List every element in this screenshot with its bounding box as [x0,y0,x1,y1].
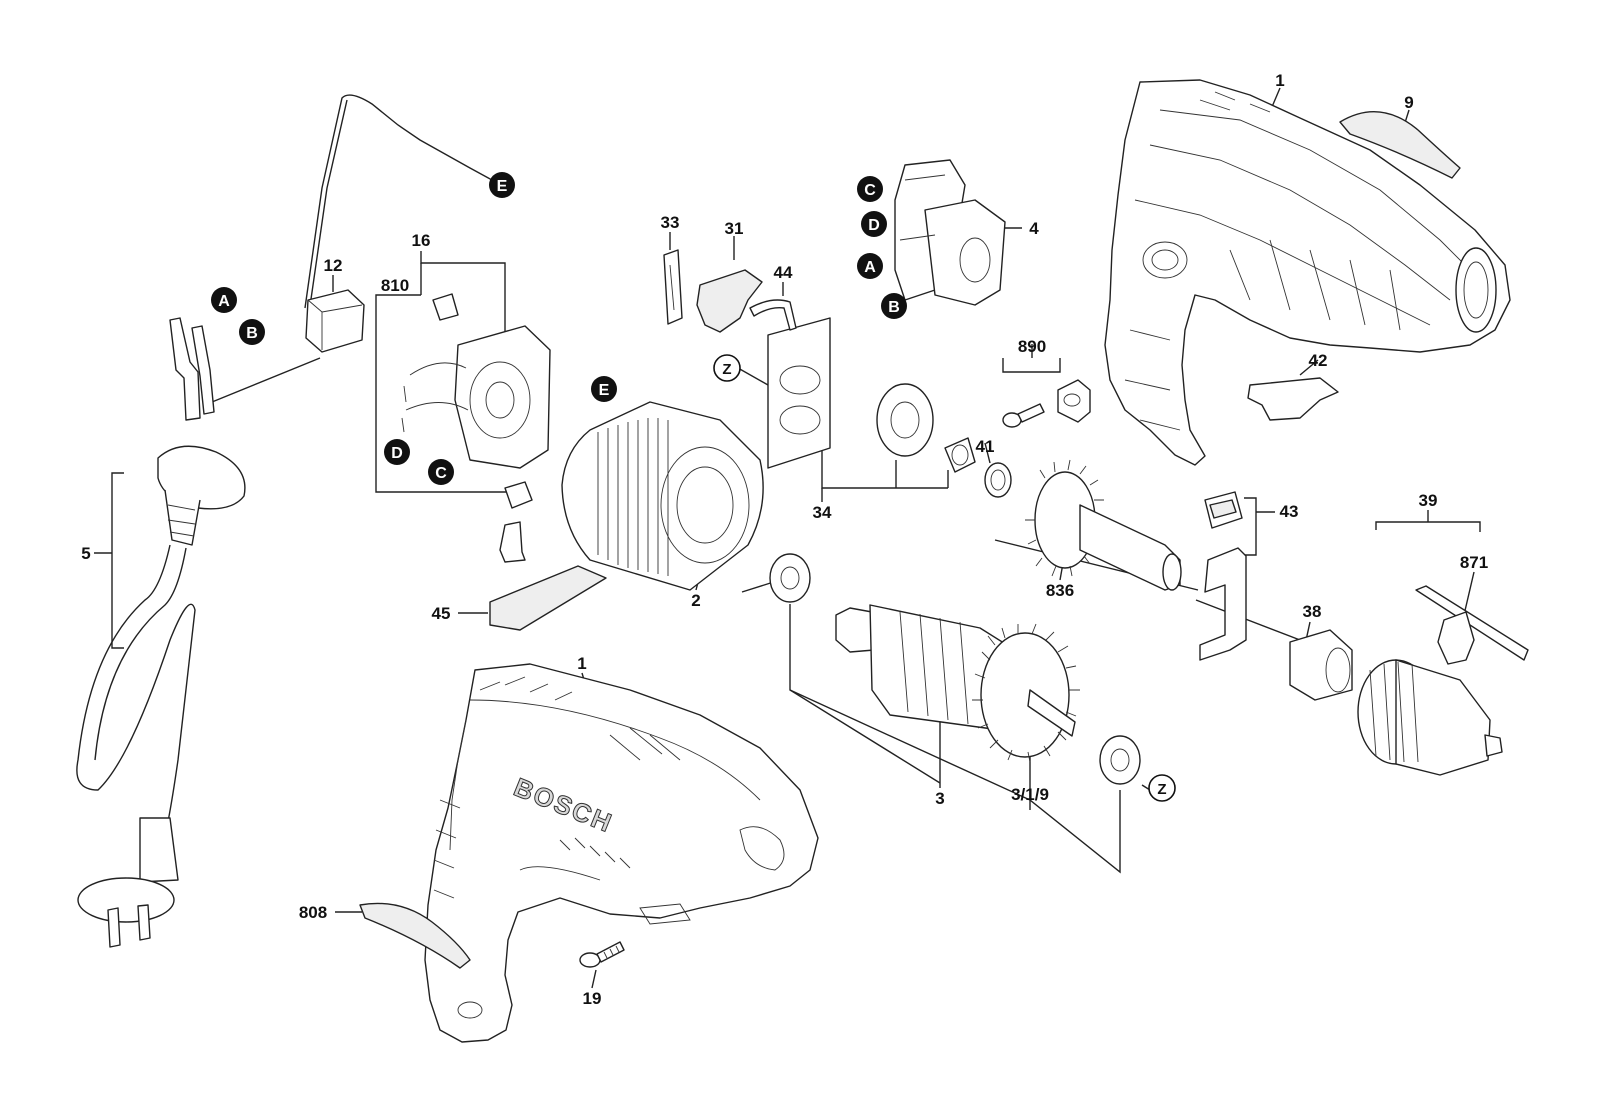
bearing-part-rear [1099,735,1141,785]
connector-e-stator-label: E [599,382,610,399]
wedge-label-part-808 [359,902,471,969]
brush-holder-part-31 [696,269,763,333]
connector-c-switch-marker [857,176,883,202]
connector-a-switch-label: A [864,259,876,276]
connector-c-brush-marker [428,459,454,485]
plate-part-45 [489,565,607,631]
part-number-labels: 1 9 4 890 42 41 43 39 871 836 38 33 31 4… [81,71,1488,1008]
label-part-3-1-9: 3/1/9 [1011,785,1049,804]
label-part-42: 42 [1309,351,1328,370]
connector-d-brush-label: D [391,445,403,462]
label-part-1-bottom: 1 [577,654,586,673]
connector-b-cord-marker [239,319,265,345]
label-part-871: 871 [1460,553,1488,572]
gear-shaft-part-836 [1025,459,1182,591]
label-part-34: 34 [813,503,832,522]
label-part-836: 836 [1046,581,1074,600]
label-part-33: 33 [661,213,680,232]
label-part-890: 890 [1018,337,1046,356]
connector-e-cable-label: E [497,178,508,195]
label-part-38: 38 [1303,602,1322,621]
label-part-2: 2 [691,591,700,610]
connector-z-plate-label: Z [722,361,731,378]
bracket-part-43 [1199,491,1247,661]
bearing-set-part-34 [767,317,976,473]
screw-part-19 [579,941,625,968]
connector-z-bearing-label: Z [1157,781,1166,798]
label-part-1-top: 1 [1275,71,1284,90]
plate-part-33 [663,249,683,325]
connector-d-brush-marker [384,439,410,465]
label-part-3: 3 [935,789,944,808]
label-part-808: 808 [299,903,327,922]
label-part-4: 4 [1029,219,1039,238]
label-part-31: 31 [725,219,744,238]
label-part-41: 41 [976,437,995,456]
label-part-19: 19 [583,989,602,1008]
connector-z-plate-marker [713,354,741,382]
label-part-45: 45 [432,604,451,623]
power-cord-part-5 [76,317,246,948]
connector-markers: E E A B C D A B D C Z Z [211,172,1176,802]
label-part-44: 44 [774,263,793,282]
drill-body-part-1 [424,663,819,1043]
sleeve-part-38 [1289,629,1353,701]
connector-b-switch-label: B [888,299,900,316]
bearing-part-front [769,553,811,603]
housing-half-part [1104,79,1511,466]
connector-z-bearing-marker [1148,774,1176,802]
cable-part-12 [304,94,493,353]
catch-part-42 [1247,377,1339,421]
connector-c-switch-label: C [864,182,876,199]
connector-d-switch-label: D [868,217,880,234]
label-part-39: 39 [1419,491,1438,510]
connector-a-cord-marker [211,287,237,313]
label-part-9: 9 [1404,93,1413,112]
connector-d-switch-marker [861,211,887,237]
chuck-part-39 [1357,659,1503,776]
label-part-810: 810 [381,276,409,295]
stator-part-2 [561,401,764,591]
wedge-label-part-9 [1339,111,1461,179]
label-part-12: 12 [324,256,343,275]
connector-e-stator-marker [591,376,617,402]
connector-a-cord-label: A [218,293,230,310]
ring-part-41 [984,462,1012,498]
screw-clip-part-890 [1002,344,1091,428]
switch-part-4 [894,159,1006,306]
armature-part-3 [835,604,1080,763]
connector-b-cord-label: B [246,325,258,342]
label-part-5: 5 [81,544,90,563]
connector-c-brush-label: C [435,465,447,482]
label-part-16: 16 [412,231,431,250]
connector-e-cable-marker [489,172,515,198]
connector-a-switch-marker [857,253,883,279]
clip-part-44 [749,299,797,331]
label-part-43: 43 [1280,502,1299,521]
brush-assembly-part-16 [401,293,551,563]
chuck-key-part-871 [1415,585,1529,665]
connector-b-switch-marker [881,293,907,319]
